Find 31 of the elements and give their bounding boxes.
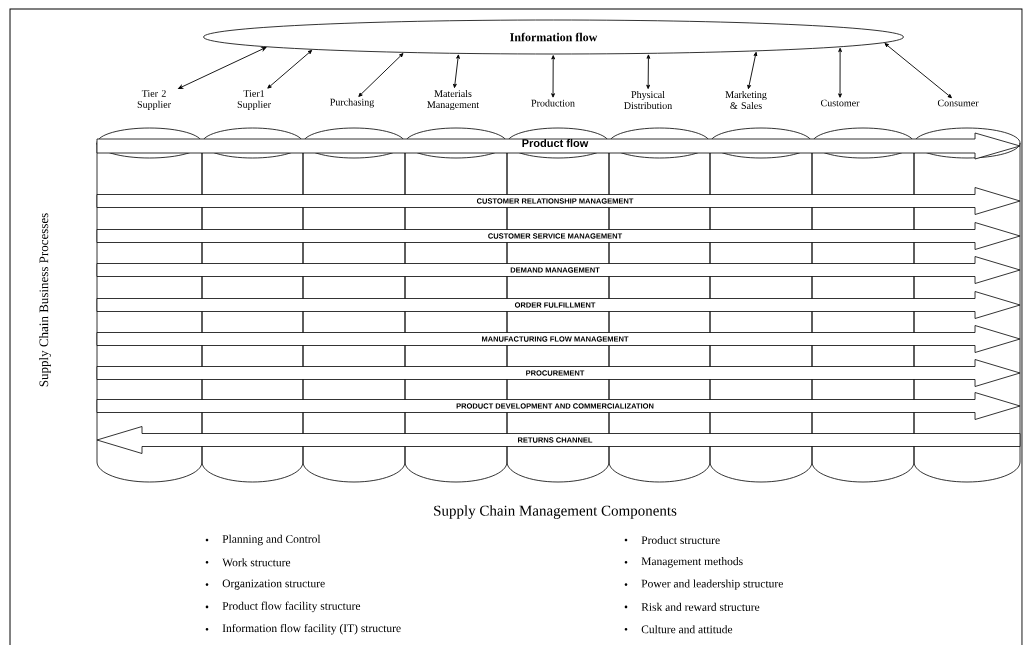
- section-heading: Supply Chain Management Components: [434, 505, 677, 519]
- stage-label: Tier 2 Supplier: [137, 90, 171, 110]
- side-label: Supply Chain Business Processes: [39, 213, 51, 387]
- stage-label: Marketing & Sales: [725, 90, 767, 109]
- stage-label: Purchasing: [330, 98, 375, 108]
- arrow: [453, 54, 460, 89]
- list-item: Risk and reward structure: [624, 602, 760, 611]
- stage-label: Production: [531, 99, 575, 107]
- process-band: Product flow: [96, 132, 1021, 160]
- list-item: Information flow facility (IT) structure: [205, 623, 401, 635]
- arrow: [884, 43, 952, 99]
- stage-label: Customer: [821, 99, 860, 107]
- list-item: Work structure: [205, 558, 291, 567]
- list-item: Culture and attitude: [624, 625, 733, 634]
- arrow: [267, 49, 313, 89]
- list-item: Product flow facility structure: [205, 601, 361, 613]
- arrow: [646, 54, 651, 90]
- list-item: Organization structure: [205, 579, 325, 590]
- arrow: [358, 53, 404, 97]
- list-item: Power and leadership structure: [624, 579, 783, 590]
- arrow: [551, 55, 556, 98]
- list-item: Planning and Control: [205, 534, 321, 546]
- stage-label: Materials Management: [427, 89, 480, 111]
- arrow: [838, 47, 843, 98]
- list-item: Product structure: [624, 535, 720, 545]
- stage-label: Consumer: [937, 99, 979, 107]
- arrow: [178, 47, 267, 89]
- arrow: [747, 51, 758, 90]
- stage-label: Physical Distribution: [624, 90, 673, 109]
- list-item: Management methods: [624, 557, 743, 568]
- stage-label: Tier1 Supplier: [237, 90, 271, 110]
